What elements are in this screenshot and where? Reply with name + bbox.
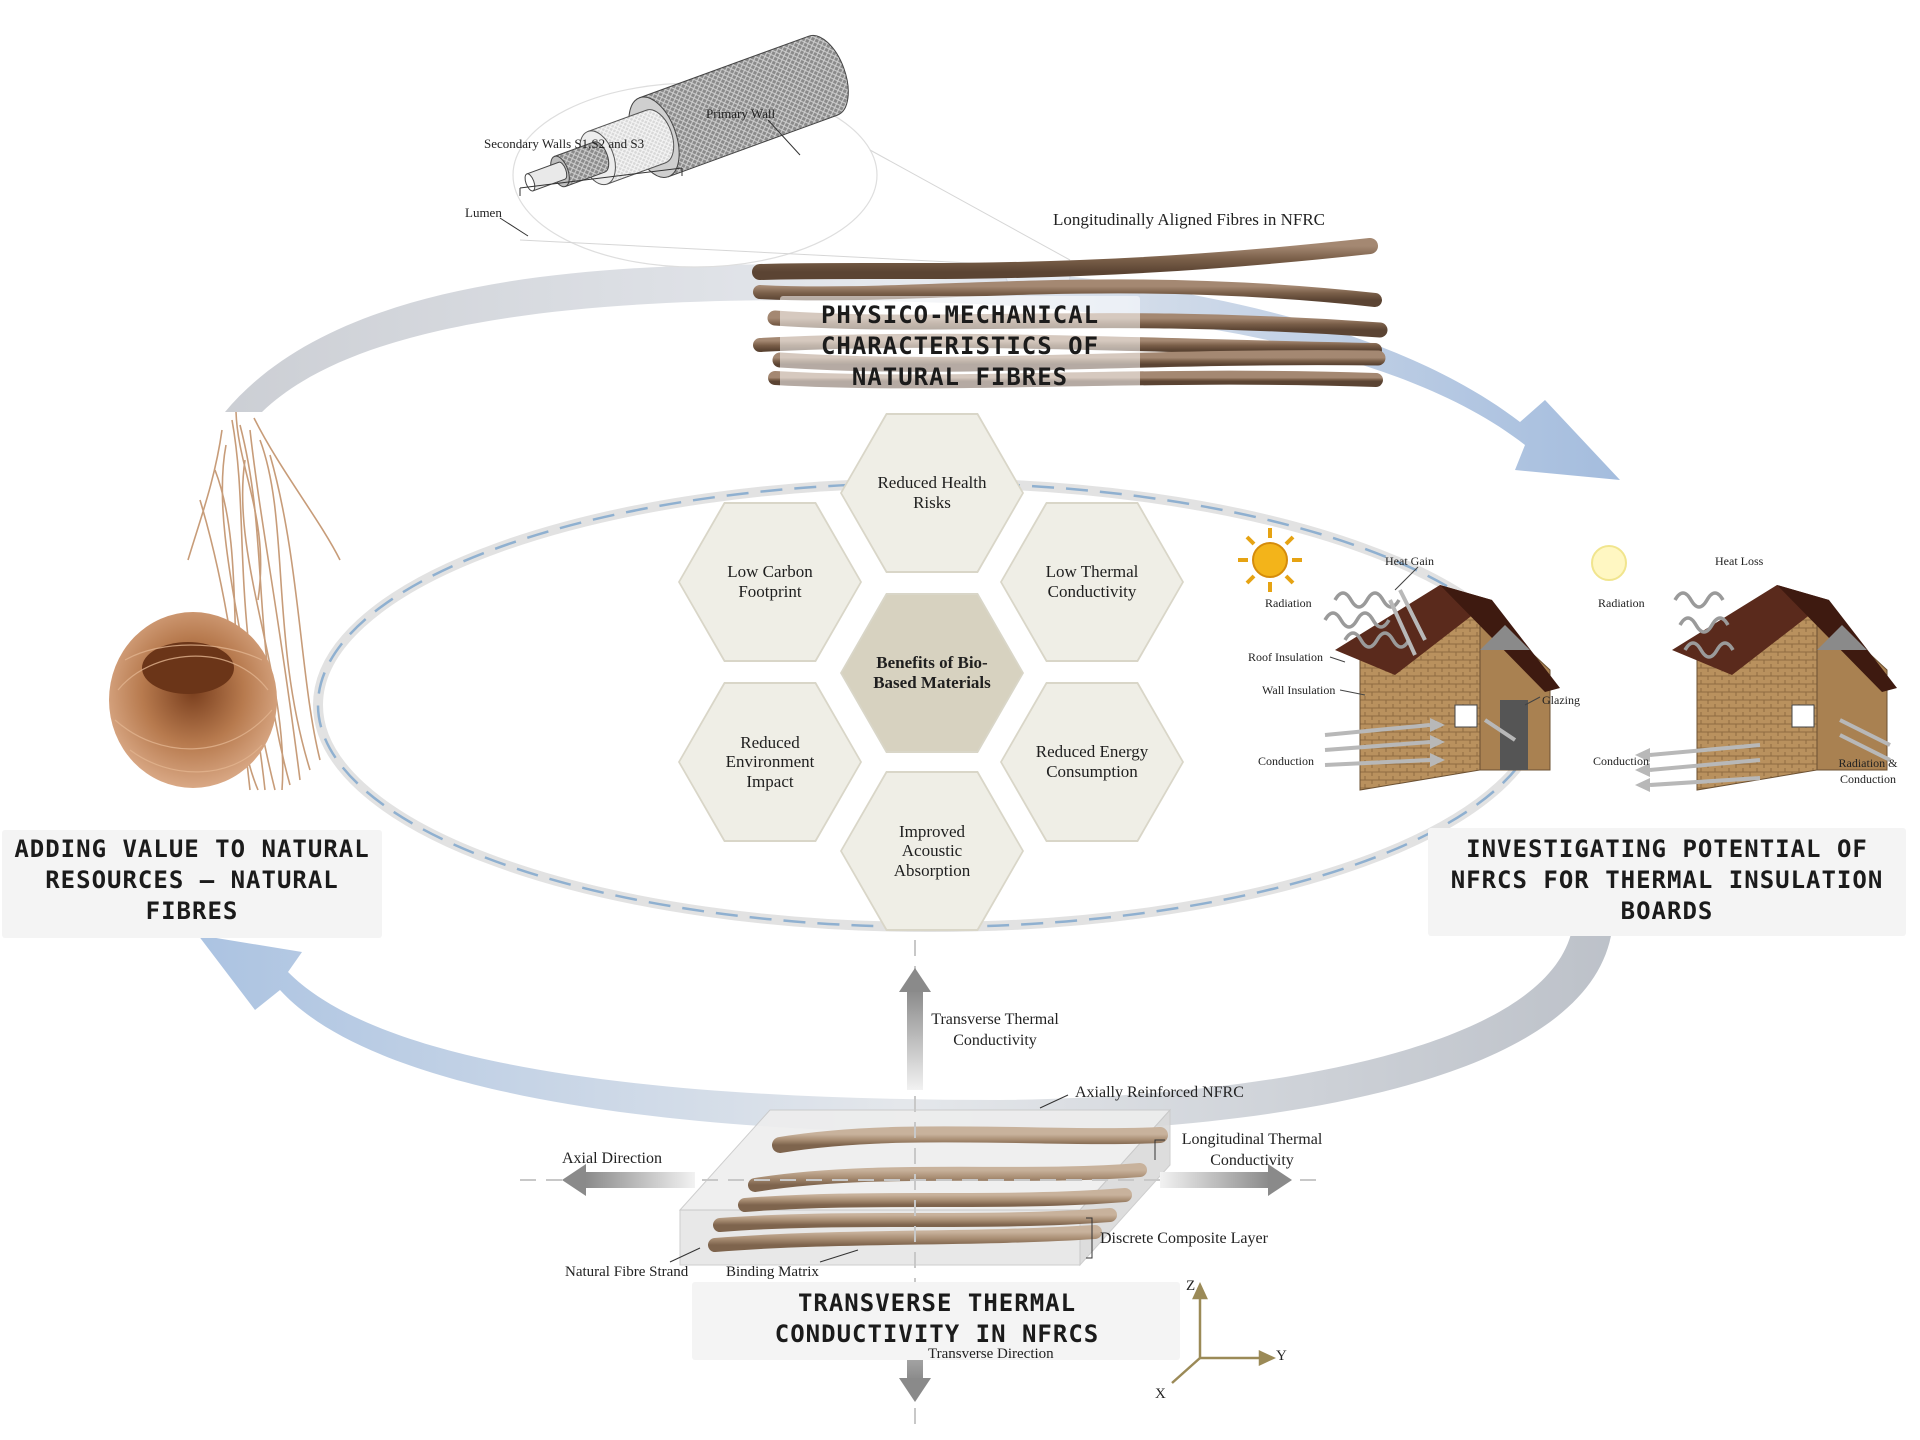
bottom-title: TRANSVERSE THERMAL CONDUCTIVITY IN NFRCS (774, 1289, 1100, 1349)
house-leaders (1329, 566, 1541, 706)
label-glazing: Glazing (1542, 693, 1580, 707)
top-title-box (780, 296, 1140, 404)
leader-secondary-walls (519, 167, 683, 196)
axial-left-arrow (562, 1164, 695, 1196)
composite-leaders (669, 1094, 1165, 1263)
hex-low-carbon-footprint: Low Carbon Footprint (680, 504, 860, 660)
label-secondary-walls: Secondary Walls S1,S2 and S3 (484, 136, 645, 151)
left-title-box (2, 830, 382, 938)
label-axial-direction: Axial Direction (562, 1150, 662, 1167)
label-longitudinal-conductivity: Longitudinal Thermal Conductivity (1181, 1131, 1323, 1169)
house-heat-loss (1672, 585, 1897, 791)
axis-label-y: Y (1276, 1348, 1287, 1364)
right-title-box (1428, 828, 1906, 936)
right-title: INVESTIGATING POTENTIAL OF NFRCS FOR THE… (1450, 835, 1884, 926)
hex-benefits-core: Benefits of Bio-Based Materials (842, 595, 1022, 751)
top-title: PHYSICO-MECHANICAL CHARACTERISTICS OF NA… (820, 301, 1100, 392)
label-radiation-right: Radiation (1598, 596, 1645, 610)
label-roof-insulation: Roof Insulation (1248, 650, 1323, 664)
label-conduction-left: Conduction (1258, 754, 1314, 768)
natural-fibre-nest (109, 411, 341, 791)
hex-label: Reduced Energy Consumption (1035, 742, 1149, 781)
hex-label: Reduced Environment Impact (725, 732, 815, 791)
label-conduction-right: Conduction (1593, 754, 1649, 768)
hex-label: Reduced Health Risks (877, 473, 987, 512)
hex-low-thermal-conductivity: Low Thermal Conductivity (1002, 504, 1182, 660)
hex-label: Low Carbon Footprint (727, 562, 813, 601)
transverse-up-arrow (899, 968, 931, 1090)
hex-core-label: Benefits of Bio-Based Materials (873, 653, 991, 692)
leader-primary-wall (767, 119, 801, 156)
heat-flow-arrows (1324, 589, 1891, 787)
label-axially-reinforced: Axially Reinforced NFRC (1075, 1084, 1244, 1101)
axis-label-z: Z (1186, 1278, 1196, 1294)
sun-icon (1238, 528, 1302, 592)
label-wall-insulation: Wall Insulation (1262, 683, 1336, 697)
label-binding-matrix: Binding Matrix (726, 1264, 819, 1280)
cycle-arrow-bottom (198, 930, 1612, 1134)
leader-lumen (499, 217, 529, 237)
label-lumen: Lumen (465, 205, 502, 220)
hex-label: Improved Acoustic Absorption (893, 821, 971, 880)
hex-reduced-health-risks: Reduced Health Risks (842, 415, 1022, 571)
xyz-axis-icon (1171, 1282, 1276, 1384)
label-transverse-direction: Transverse Direction (928, 1346, 1054, 1362)
axis-label-x: X (1155, 1386, 1166, 1402)
moon-icon (1591, 545, 1627, 581)
left-title: ADDING VALUE TO NATURAL RESOURCES – NATU… (14, 835, 370, 926)
label-fibre-strand: Natural Fibre Strand (565, 1264, 689, 1280)
hex-reduced-energy-consumption: Reduced Energy Consumption (1002, 684, 1182, 840)
label-discrete-layer: Discrete Composite Layer (1100, 1230, 1268, 1247)
hex-label: Low Thermal Conductivity (1045, 562, 1139, 601)
label-radiation-conduction: Radiation & Conduction (1838, 756, 1898, 786)
magnifier-leader (519, 149, 1071, 266)
longitudinal-right-arrow (1160, 1164, 1292, 1196)
composite-slab (678, 1108, 1172, 1267)
label-heat-gain: Heat Gain (1385, 554, 1434, 568)
label-aligned-fibres: Longitudinally Aligned Fibres in NFRC (1053, 210, 1326, 229)
radiation-waves (1323, 591, 1735, 659)
label-primary-wall: Primary Wall (706, 106, 776, 121)
label-radiation-left: Radiation (1265, 596, 1312, 610)
fibre-cross-section (524, 35, 849, 192)
label-heat-loss: Heat Loss (1715, 554, 1764, 568)
hex-reduced-environment-impact: Reduced Environment Impact (680, 684, 860, 840)
hex-improved-acoustic-absorption: Improved Acoustic Absorption (842, 773, 1022, 929)
label-transverse-conductivity: Transverse Thermal Conductivity (931, 1011, 1059, 1049)
bottom-title-box (692, 1282, 1180, 1360)
